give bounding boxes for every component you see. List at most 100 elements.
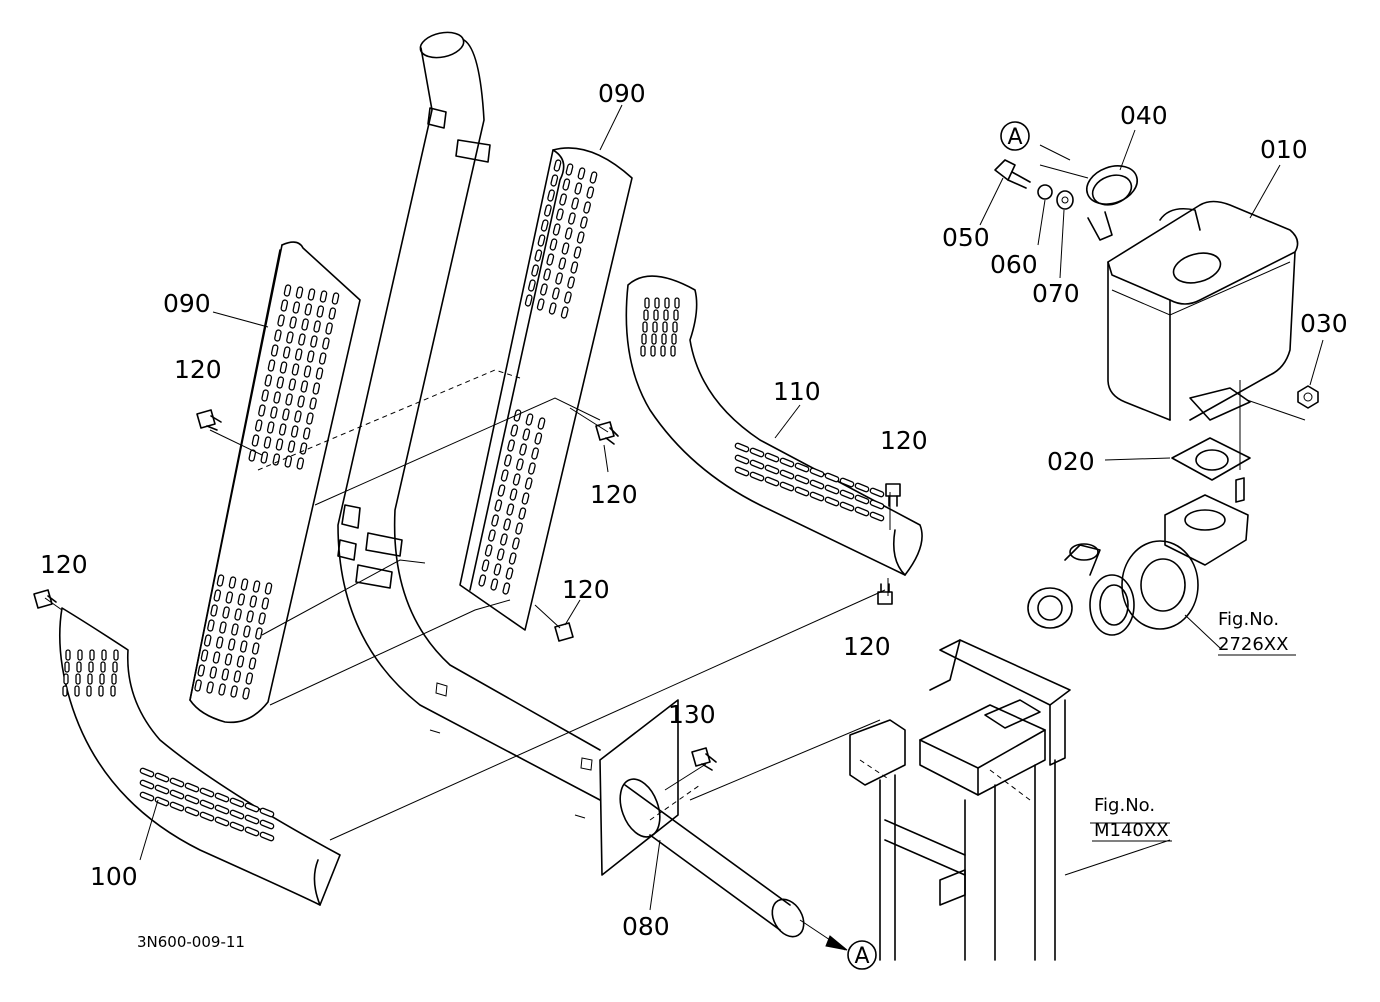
perforation-slot: [525, 413, 534, 426]
perforation-slot: [734, 466, 750, 477]
perforation-slot: [87, 673, 93, 685]
perforation-slot: [301, 318, 309, 331]
perforation-slot: [274, 329, 282, 342]
perforation-slot: [574, 182, 583, 195]
perforation-slot: [779, 481, 795, 492]
perforation-slot: [251, 434, 260, 447]
perforation-slot: [100, 661, 106, 673]
perforation-slot: [534, 432, 543, 445]
perforation-slot: [642, 321, 648, 333]
perforation-slot: [278, 423, 287, 436]
perforation-slot: [313, 320, 321, 333]
perforation-slot: [824, 496, 840, 507]
perforation-slot: [515, 522, 523, 535]
perforation-slot: [493, 563, 502, 576]
perforation-slot: [524, 294, 533, 307]
perforation-slot: [228, 576, 237, 589]
perforation-slot: [264, 374, 273, 387]
perforation-slot: [154, 772, 170, 783]
frame-fig-label: Fig.No.: [1094, 795, 1155, 816]
perforation-slot: [580, 216, 588, 229]
perforation-slot: [300, 380, 309, 393]
callout-130: 130: [668, 700, 716, 729]
perforation-slot: [508, 552, 517, 565]
perforation-slot: [734, 454, 750, 465]
perforation-slot: [296, 457, 305, 470]
callout-120-f: 120: [40, 550, 88, 579]
perforation-slot: [302, 427, 311, 440]
perforation-slot: [309, 397, 317, 410]
perforation-slot: [111, 673, 117, 685]
perforation-slot: [641, 333, 647, 345]
perforation-slot: [589, 171, 598, 184]
perforation-slot: [277, 314, 285, 327]
perforation-slot: [139, 767, 155, 778]
perforation-slot: [240, 578, 249, 591]
perforation-slot: [505, 567, 514, 580]
perforation-slot: [839, 501, 855, 512]
perforation-slot: [643, 309, 649, 321]
callout-120-c: 120: [880, 426, 928, 455]
marker-a-top: A: [1007, 125, 1022, 150]
perforation-slot: [243, 625, 251, 638]
perforation-slot: [112, 661, 118, 673]
perforation-slot: [809, 479, 825, 490]
perforation-slot: [531, 264, 539, 277]
connection-markers: A A: [847, 121, 1030, 970]
perforation-slot: [291, 363, 300, 376]
perforation-slot: [654, 297, 660, 309]
perforation-slot: [76, 661, 82, 673]
perforation-slot: [524, 477, 533, 490]
perforation-slot: [496, 548, 505, 561]
perforation-slot: [244, 802, 260, 813]
perforation-slot: [110, 685, 116, 697]
perforation-slot: [564, 227, 573, 240]
perforation-slot: [206, 681, 214, 694]
perforation-slot: [567, 276, 575, 289]
perforation-slot: [315, 367, 324, 380]
perforation-slot: [839, 489, 855, 500]
perforation-slot: [207, 619, 215, 632]
perforation-slot: [298, 333, 306, 346]
perforation-slot: [264, 582, 273, 595]
perforation-slot: [561, 242, 570, 255]
perforation-slot: [537, 417, 546, 430]
perforation-slot: [252, 580, 261, 593]
perforation-slot: [503, 518, 511, 531]
perforation-slot: [248, 449, 257, 462]
perforation-slot: [854, 506, 870, 517]
callout-030: 030: [1300, 309, 1348, 338]
perforation-slot: [169, 801, 185, 812]
perforation-slot: [184, 806, 200, 817]
perforation-slot: [263, 436, 272, 449]
perforation-slot: [824, 472, 840, 483]
perforation-slot: [267, 359, 276, 372]
diagram-code: 3N600-009-11: [137, 933, 245, 951]
perforation-slot: [540, 219, 549, 232]
perforation-slot: [544, 204, 552, 217]
perforation-slot: [229, 821, 245, 832]
perforation-slot: [549, 238, 558, 251]
perforation-slot: [295, 286, 304, 299]
perforation-slot: [251, 642, 260, 655]
perforation-slot: [550, 174, 559, 187]
frame-fig-number: M140XX: [1094, 820, 1169, 841]
perforation-slot: [547, 189, 555, 202]
perforation-slot: [500, 533, 508, 546]
perforation-slot: [282, 408, 290, 421]
bolt-drawings: [33, 409, 901, 771]
perforation-slot: [199, 811, 215, 822]
perforation-slot: [227, 638, 236, 651]
perforation-slot: [237, 593, 246, 606]
perforation-slot: [244, 826, 260, 837]
perforation-slot: [292, 301, 301, 314]
perforation-slot: [260, 451, 269, 464]
perforation-slot: [74, 685, 80, 697]
perforation-slot: [279, 361, 288, 374]
perforation-slot: [512, 537, 520, 550]
perforation-slot: [513, 409, 522, 422]
perforation-slot: [490, 578, 499, 591]
perforation-slot: [653, 309, 659, 321]
perforation-slot: [234, 608, 242, 621]
